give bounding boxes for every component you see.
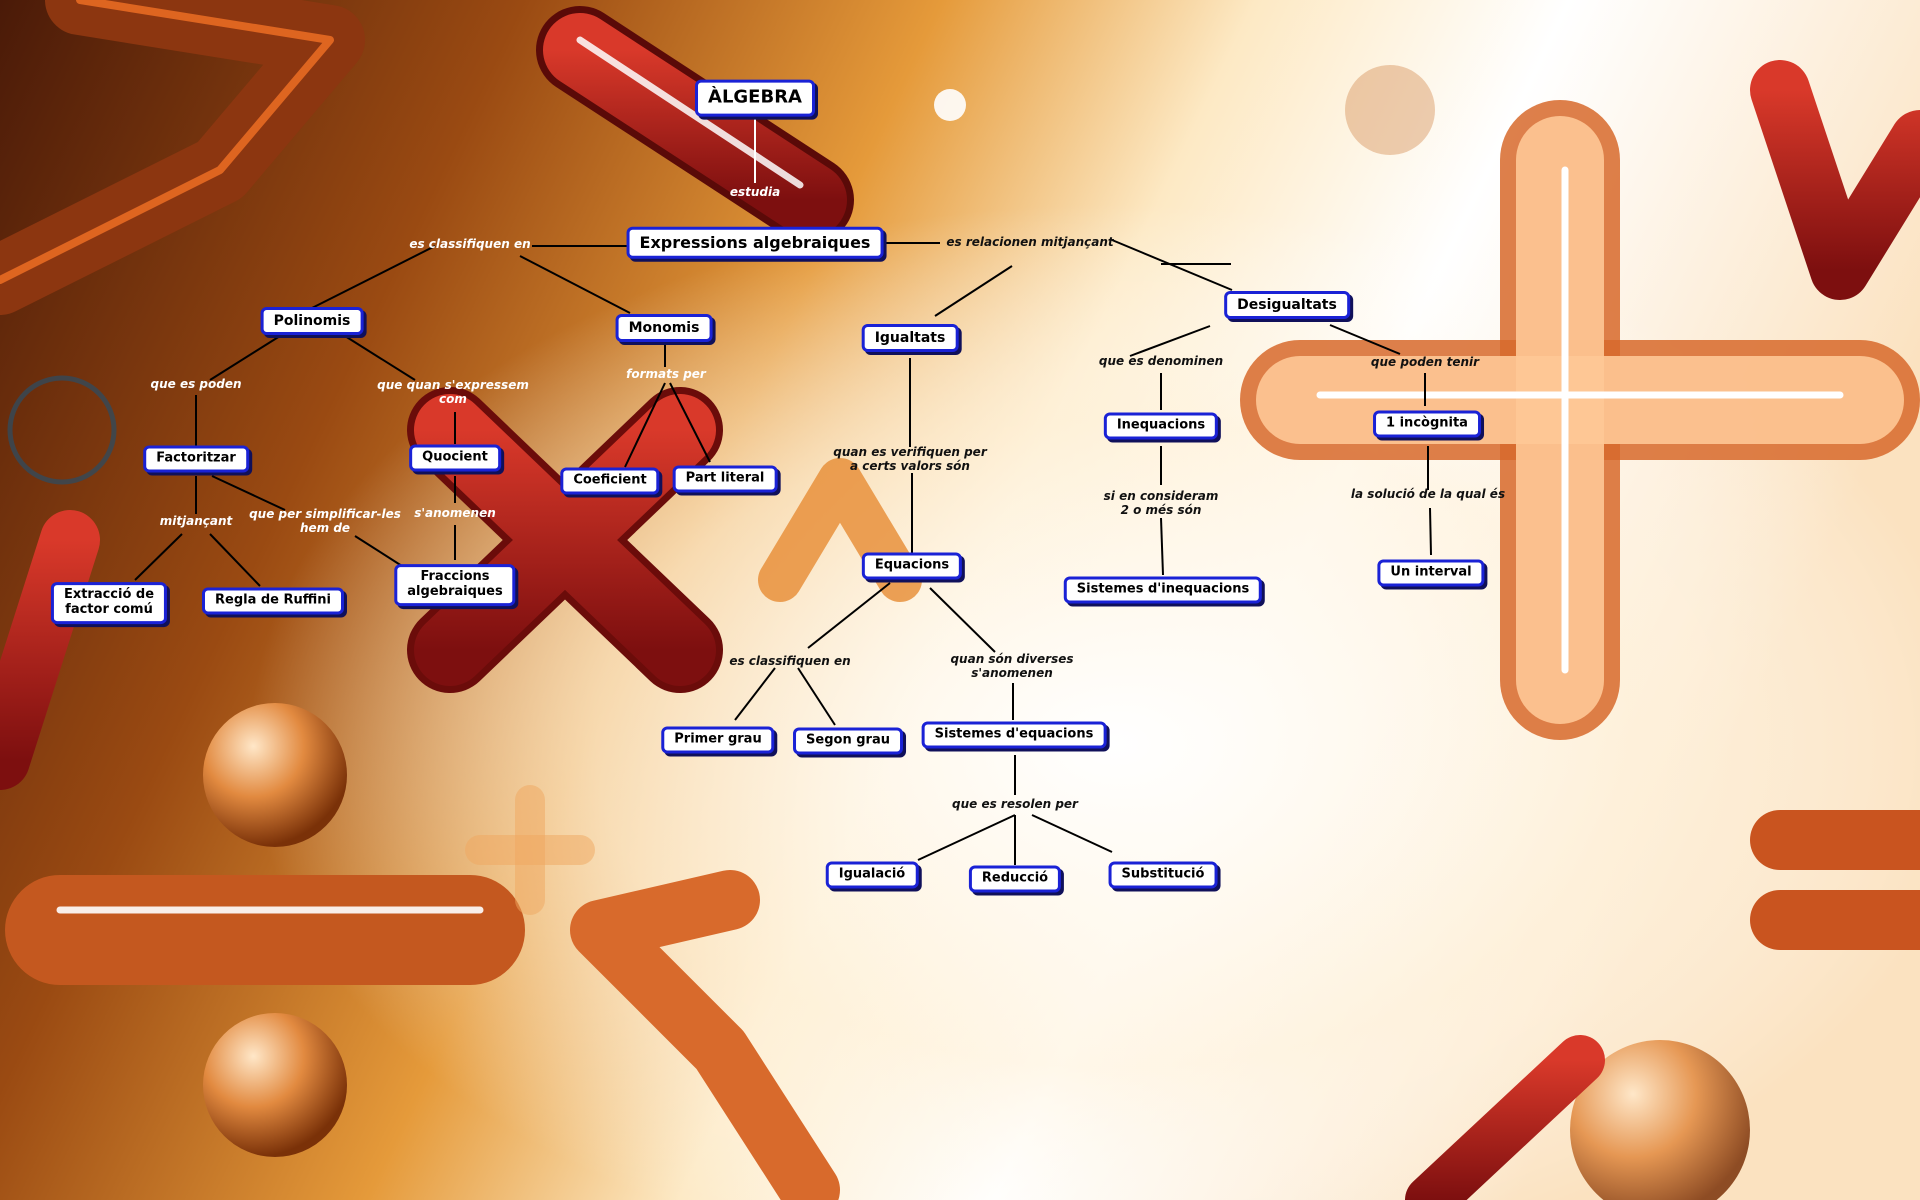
label-es-classifiquen-en: es classifiquen en (409, 237, 531, 252)
node-coeficient[interactable]: Coeficient (560, 467, 660, 495)
node-part-literal[interactable]: Part literal (672, 465, 778, 493)
node-un-interval[interactable]: Un interval (1377, 559, 1485, 587)
label-que-es-denominen: que es denominen (1098, 354, 1224, 369)
node-monomis[interactable]: Monomis (615, 313, 713, 343)
label-formats-per: formats per (626, 367, 706, 382)
node-substitucio[interactable]: Substitució (1108, 861, 1218, 889)
label-que-quan-s-expressem: que quan s'expressem com (377, 378, 529, 406)
label-si-en-consideram: si en consideram 2 o més són (1103, 489, 1219, 517)
label-que-es-poden: que es poden (150, 377, 242, 392)
label-es-classifiquen-en-equacions: es classifiquen en (729, 654, 851, 669)
node-sistemes-equacions[interactable]: Sistemes d'equacions (921, 721, 1107, 749)
node-quocient[interactable]: Quocient (409, 444, 501, 472)
node-segon-grau[interactable]: Segon grau (793, 727, 903, 755)
node-equacions[interactable]: Equacions (861, 552, 963, 580)
node-igualtats[interactable]: Igualtats (861, 323, 959, 353)
label-mitjancant: mitjançant (159, 514, 233, 529)
label-que-es-resolen-per: que es resolen per (952, 797, 1078, 812)
node-regla-ruffini[interactable]: Regla de Ruffini (201, 587, 345, 615)
label-la-solucio-de-la-qual: la solució de la qual és (1350, 487, 1506, 502)
node-expressions[interactable]: Expressions algebraiques (626, 226, 884, 260)
node-polinomis[interactable]: Polinomis (260, 306, 364, 336)
node-factoritzar[interactable]: Factoritzar (143, 445, 249, 473)
node-1-incognita[interactable]: 1 incògnita (1373, 410, 1481, 438)
node-reduccio[interactable]: Reducció (968, 865, 1062, 893)
label-que-poden-tenir: que poden tenir (1370, 355, 1480, 370)
label-es-relacionen-mitjancant: es relacionen mitjançant (946, 235, 1114, 250)
node-desigualtats[interactable]: Desigualtats (1224, 290, 1350, 320)
node-algebra[interactable]: ÀLGEBRA (695, 79, 815, 117)
node-extraccio-factor-comu[interactable]: Extracció de factor comú (50, 582, 168, 624)
label-quan-es-verifiquen: quan es verifiquen per a certs valors só… (833, 445, 987, 473)
label-s-anomenen: s'anomenen (414, 506, 496, 521)
node-igualacio[interactable]: Igualació (825, 861, 919, 889)
node-primer-grau[interactable]: Primer grau (661, 726, 775, 754)
node-fraccions-algebraiques[interactable]: Fraccions algebraiques (394, 564, 516, 606)
label-que-per-simplificar: que per simplificar-les hem de (249, 507, 401, 535)
node-sistemes-inequacions[interactable]: Sistemes d'inequacions (1063, 576, 1263, 604)
node-inequacions[interactable]: Inequacions (1103, 412, 1219, 440)
label-quan-son-diverses: quan són diverses s'anomenen (950, 652, 1074, 680)
label-estudia: estudia (729, 185, 781, 200)
